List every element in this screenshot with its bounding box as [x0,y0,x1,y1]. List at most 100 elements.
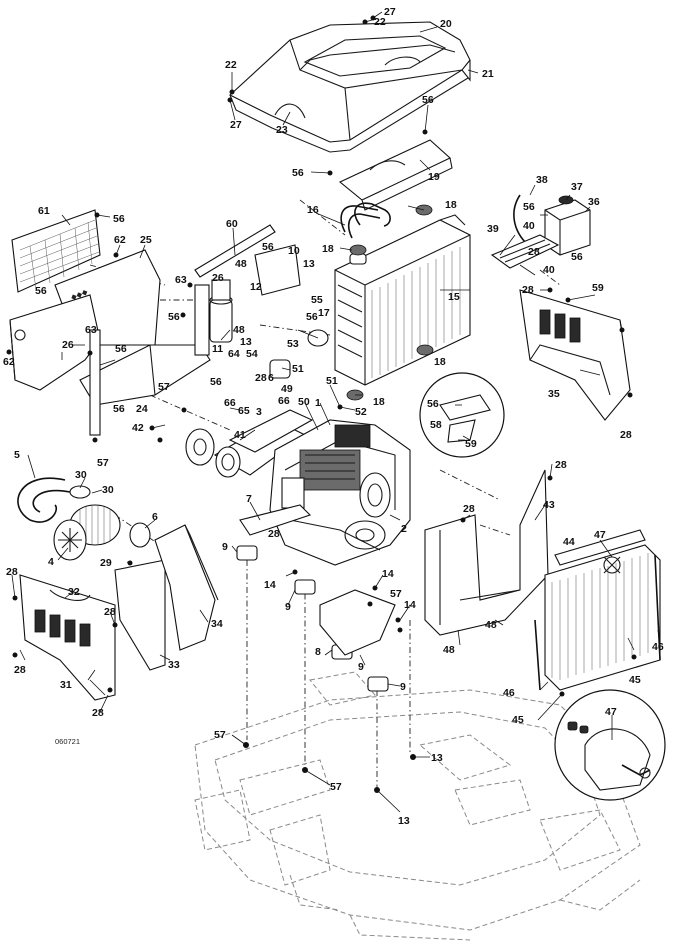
callout-36: 36 [588,196,600,208]
callout-41: 41 [234,429,246,441]
callout-26: 26 [62,339,74,351]
muffler [185,409,314,478]
callout-58: 58 [430,419,442,431]
callout-24: 24 [136,403,148,415]
callout-8: 8 [315,646,321,658]
callout-7: 7 [246,493,252,505]
callout-66: 66 [224,397,236,409]
callout-66: 66 [278,395,290,407]
callout-38: 38 [536,174,548,186]
callout-15: 15 [448,291,460,303]
callout-48: 48 [235,258,247,270]
callout-6: 6 [152,511,158,523]
callout-59: 59 [592,282,604,294]
detail-view-upper [419,372,505,458]
hood-cover [229,21,471,153]
callout-28: 28 [268,528,280,540]
callout-9: 9 [222,541,228,553]
callout-9: 9 [358,661,364,673]
callout-17: 17 [318,307,330,319]
callout-26: 26 [212,272,224,284]
intake-bracket [154,524,219,651]
callout-35: 35 [548,388,560,400]
callout-51: 51 [326,375,338,387]
radiator-screen [534,529,661,691]
leader-lines [11,11,661,813]
callout-46: 46 [652,641,664,653]
callout-47: 47 [605,706,617,718]
side-panel-lower-left [19,574,116,701]
callout-22: 22 [374,16,386,28]
callout-56: 56 [113,403,125,415]
callout-28: 28 [522,284,534,296]
callout-50: 50 [298,396,310,408]
callout-13: 13 [240,336,252,348]
callout-57: 57 [390,588,402,600]
callout-13: 13 [431,752,443,764]
callout-32: 32 [68,586,80,598]
callout-57: 57 [97,457,109,469]
callout-4: 4 [48,556,54,568]
callout-53: 53 [287,338,299,350]
callout-62: 62 [114,234,126,246]
callout-56: 56 [523,201,535,213]
callout-34: 34 [211,618,223,630]
upper-hose [340,205,381,239]
callout-57: 57 [330,781,342,793]
callout-62: 62 [3,356,15,368]
side-panel-right [519,289,631,421]
callout-56: 56 [115,343,127,355]
callout-57: 57 [158,381,170,393]
callout-42: 42 [132,422,144,434]
callout-45: 45 [629,674,641,686]
callout-9: 9 [285,601,291,613]
upright-frame [424,469,549,636]
callout-64: 64 [228,348,240,360]
callout-18: 18 [373,396,385,408]
callout-40: 40 [543,264,555,276]
callout-56: 56 [113,213,125,225]
callout-6: 6 [268,372,274,384]
callout-28: 28 [463,503,475,515]
callout-18: 18 [434,356,446,368]
callout-56: 56 [306,311,318,323]
figure-code: 060721 [55,737,80,746]
callout-28: 28 [14,664,26,676]
overflow-tank [490,194,591,269]
callout-28: 28 [92,707,104,719]
callout-56: 56 [571,251,583,263]
callout-13: 13 [398,815,410,827]
callout-54: 54 [246,348,258,360]
callout-28: 28 [6,566,18,578]
callout-9: 9 [400,681,406,693]
side-screen [11,209,101,293]
callout-55: 55 [311,294,323,306]
callout-25: 25 [140,234,152,246]
callout-63: 63 [85,324,97,336]
callouts: 27 22 20 21 22 27 23 56 56 19 61 56 62 2… [3,6,664,827]
callout-14: 14 [264,579,276,591]
callout-56: 56 [262,241,274,253]
callout-37: 37 [571,181,583,193]
callout-48: 48 [443,644,455,656]
callout-30: 30 [102,484,114,496]
callout-19: 19 [428,171,440,183]
callout-10: 10 [288,245,300,257]
callout-65: 65 [238,405,250,417]
callout-22: 22 [225,59,237,71]
callout-16: 16 [307,204,319,216]
fuel-filter [209,279,233,343]
callout-29: 29 [100,557,112,569]
callout-56: 56 [427,398,439,410]
callout-2: 2 [401,523,407,535]
callout-11: 11 [212,343,223,355]
callout-56: 56 [168,311,180,323]
callout-14: 14 [404,599,416,611]
callout-28: 28 [528,246,540,258]
callout-14: 14 [382,568,394,580]
callout-48: 48 [233,324,245,336]
callout-28: 28 [555,459,567,471]
callout-45: 45 [512,714,524,726]
radiator [334,202,471,386]
callout-51: 51 [292,363,304,375]
